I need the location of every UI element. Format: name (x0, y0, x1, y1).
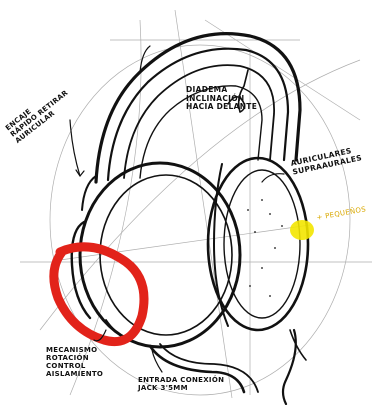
red-highlight-circle (54, 247, 144, 342)
construction-lines (20, 10, 372, 398)
jack-annotation: ENTRADA CONEXIÓN JACK 3'5MM (138, 376, 224, 392)
headband-annotation: DIADEMA INCLINACIÓN HACIA DELANTE (186, 86, 257, 112)
mechanism-annotation: MECANISMO ROTACIÓN CONTROL AISLAMIENTO (46, 346, 103, 378)
yellow-highlight-dot (290, 220, 314, 240)
